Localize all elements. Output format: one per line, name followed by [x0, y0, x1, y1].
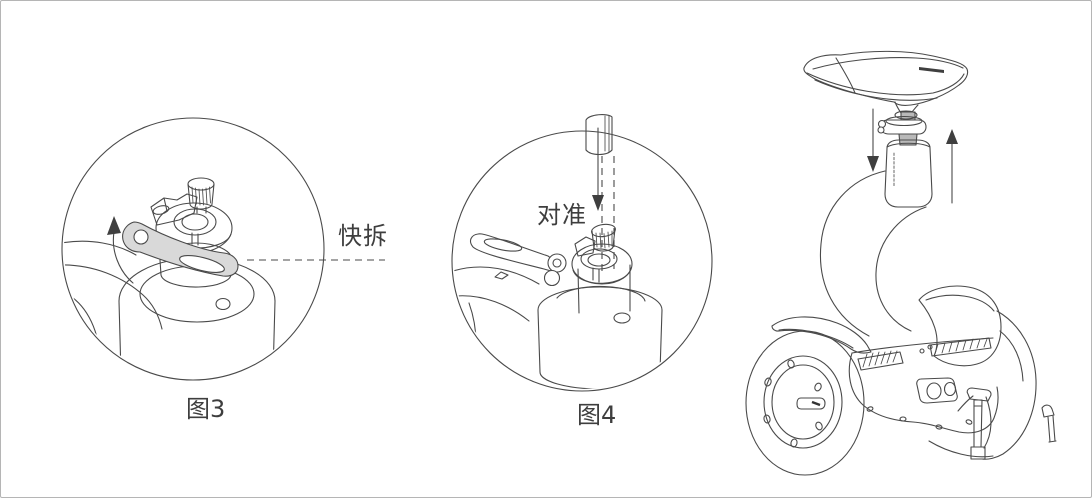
clamp-hinge [150, 193, 198, 226]
figure4-caption: 图4 [577, 401, 617, 429]
background-body-lines [454, 266, 540, 388]
figure3-caption: 图3 [186, 395, 226, 423]
front-wheel [745, 330, 865, 476]
background-body-lines [64, 240, 163, 378]
seat-insert-down-arrow-icon [867, 108, 879, 172]
steering-column-head [884, 139, 933, 208]
steering-base-cylinder [537, 285, 663, 389]
align-label: 对准 [537, 201, 587, 229]
thumb-screw [187, 177, 215, 214]
callout-circle [61, 117, 325, 381]
scooter-illustration [745, 50, 1057, 476]
quick-release-label: 快拆 [338, 222, 388, 250]
power-buttons [916, 377, 958, 404]
seat-brand-mark [919, 67, 944, 73]
footboard-deck [851, 337, 994, 371]
kickstand [957, 387, 992, 460]
hub-cap [796, 397, 826, 410]
callout-circle [451, 130, 713, 392]
insert-down-arrow-icon [592, 127, 604, 211]
steering-base-cylinder [118, 257, 276, 378]
lever-rotate-up-arrow-icon [107, 216, 134, 284]
figure4-detail-illustration [451, 114, 713, 392]
body-hull [848, 352, 999, 434]
thumb-screw [591, 223, 616, 252]
seat [803, 50, 969, 114]
seatpost-clamp [877, 110, 927, 146]
quick-release-lever [122, 221, 239, 277]
figure3-detail-illustration [61, 117, 385, 381]
rear-wheel [928, 310, 1057, 460]
seat-remove-up-arrow-icon [946, 129, 958, 204]
alignment-dashed-lines [601, 156, 615, 271]
seatpost-pole [585, 114, 613, 156]
curved-neck [819, 170, 927, 337]
backrest [918, 285, 1002, 367]
front-fender [771, 316, 872, 354]
quick-release-lever-open [469, 233, 567, 287]
